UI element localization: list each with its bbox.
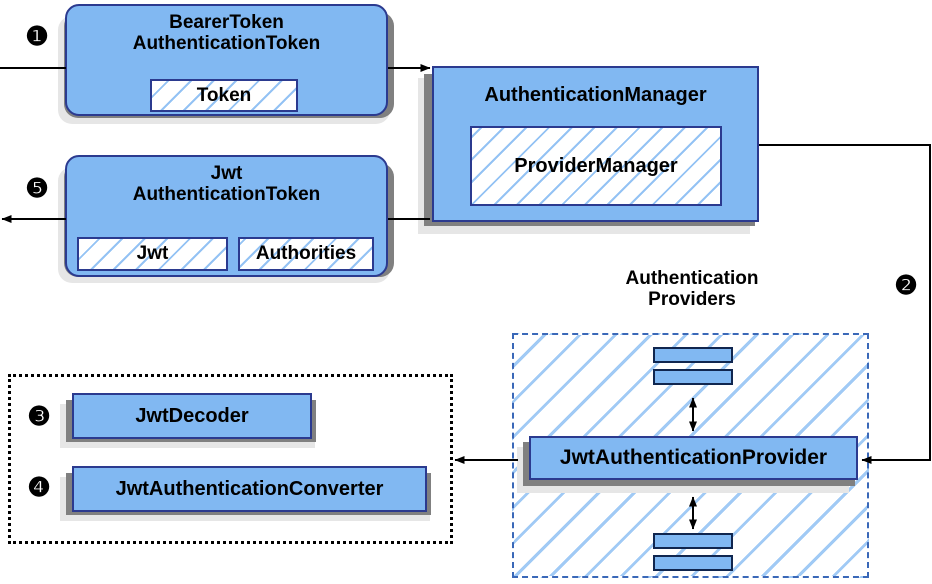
provider-manager-label: ProviderManager [514,154,678,177]
jwt-authentication-provider-label: JwtAuthenticationProvider [559,446,828,469]
step-marker-1: ❶ [25,21,49,51]
providers-caption-line2: Providers [648,289,736,311]
step-marker-2: ❷ [894,270,918,300]
token-field-label: Token [196,84,252,106]
provider-stub-bottom-2 [653,555,733,571]
jwt-field-box: Jwt [77,237,228,271]
authorities-field-label: Authorities [255,243,357,264]
token-field-box: Token [150,79,298,112]
jwt-token-title-line1: Jwt [210,163,243,184]
jwt-authentication-provider-node[interactable]: JwtAuthenticationProvider [529,436,858,480]
bearer-token-title-line2: AuthenticationToken [132,33,321,55]
bearer-token-title-line1: BearerToken [169,12,284,33]
jwt-decoder-label: JwtDecoder [135,404,249,427]
jwt-token-title-line2: AuthenticationToken [132,184,321,206]
jwt-decoder-node[interactable]: JwtDecoder [72,393,312,439]
providers-caption-line1: Authentication [625,268,759,289]
jwt-token-title: Jwt AuthenticationToken [67,163,386,206]
authorities-field-box: Authorities [238,237,374,271]
step-marker-4: ❹ [27,472,51,502]
provider-manager-box: ProviderManager [470,126,722,206]
authentication-manager-label: AuthenticationManager [484,84,707,106]
jwt-support-group-region [8,374,453,544]
jwt-field-label: Jwt [136,243,169,264]
authentication-providers-caption: Authentication Providers [572,268,812,311]
step-marker-5: ❺ [25,173,49,203]
step-marker-3: ❸ [27,401,51,431]
provider-stub-top-2 [653,369,733,385]
provider-stub-top-1 [653,347,733,363]
bearer-token-title: BearerToken AuthenticationToken [67,12,386,55]
provider-stub-bottom-1 [653,533,733,549]
jwt-authentication-converter-label: JwtAuthenticationConverter [115,477,384,500]
jwt-authentication-converter-node[interactable]: JwtAuthenticationConverter [72,466,427,512]
